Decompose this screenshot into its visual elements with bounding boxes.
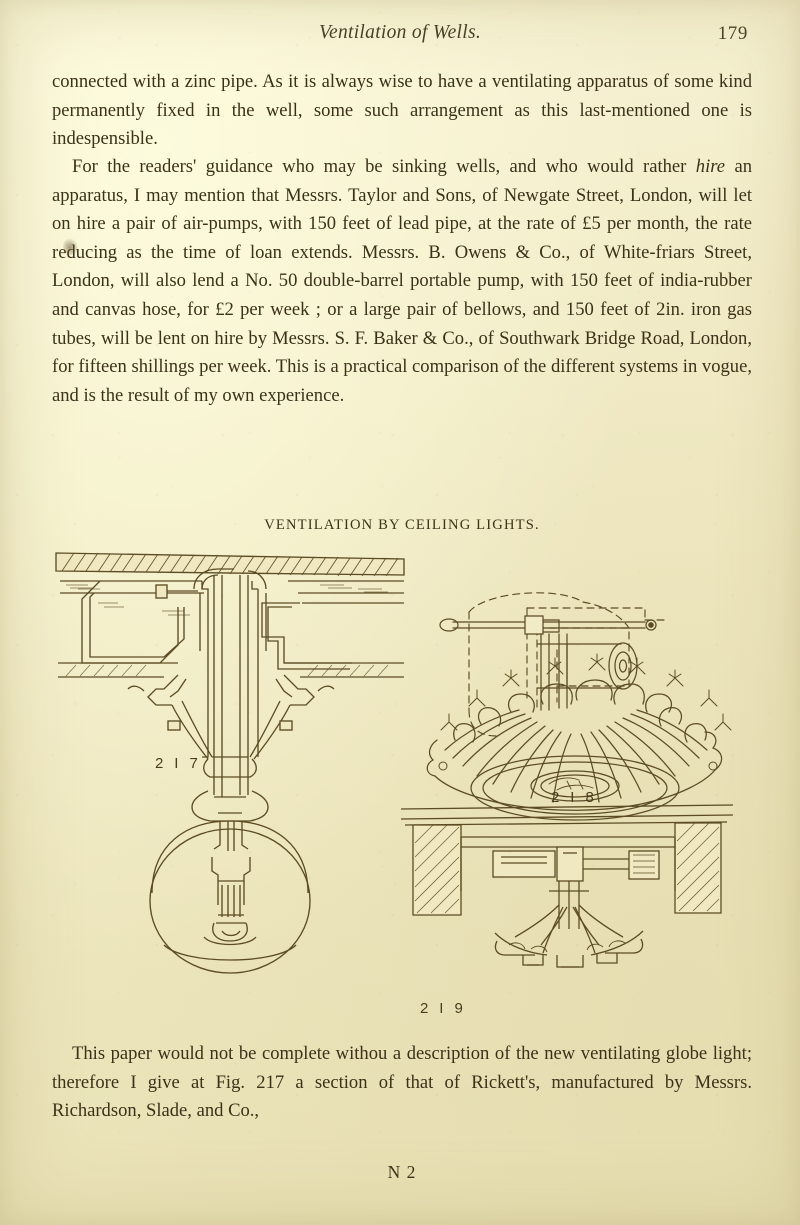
body-paragraph: This paper would not be complete withou … bbox=[52, 1043, 752, 1122]
signature-mark: N 2 bbox=[387, 1162, 417, 1182]
figure-218-engraving bbox=[426, 592, 732, 821]
plate-heading: Ventilation by Ceiling Lights. bbox=[264, 517, 540, 533]
paragraph-block-1: connected with a zinc pipe. As it is alw… bbox=[52, 68, 752, 154]
figure-217-engraving bbox=[55, 552, 405, 974]
paragraph-block-3: This paper would not be complete withou … bbox=[52, 1040, 752, 1126]
left-joist bbox=[412, 824, 462, 916]
body-paragraph: For the readers' guidance who may be sin… bbox=[52, 153, 752, 410]
emphasis-hire: hire bbox=[695, 156, 726, 177]
figure-number-218: 2 I 8 bbox=[551, 789, 598, 806]
figure-219-engraving bbox=[400, 804, 734, 968]
figure-number-217: 2 I 7 bbox=[155, 755, 202, 772]
body-paragraph: connected with a zinc pipe. As it is alw… bbox=[52, 71, 752, 150]
ceiling-slab bbox=[55, 552, 405, 577]
paragraph-text-tail: an apparatus, I may mention that Messrs.… bbox=[52, 156, 753, 406]
paragraph-text-lead: For the readers' guidance who may be sin… bbox=[72, 156, 696, 177]
right-joist bbox=[674, 822, 722, 914]
figure-number-219: 2 I 9 bbox=[420, 1000, 467, 1017]
floor-band bbox=[58, 662, 404, 678]
engraving-plate bbox=[52, 545, 752, 1025]
page-number: 179 bbox=[717, 23, 748, 44]
running-head-title: Ventilation of Wells. bbox=[318, 22, 482, 43]
paragraph-block-2: For the readers' guidance who may be sin… bbox=[52, 153, 752, 410]
running-head: Ventilation of Wells. 179 bbox=[52, 22, 748, 48]
